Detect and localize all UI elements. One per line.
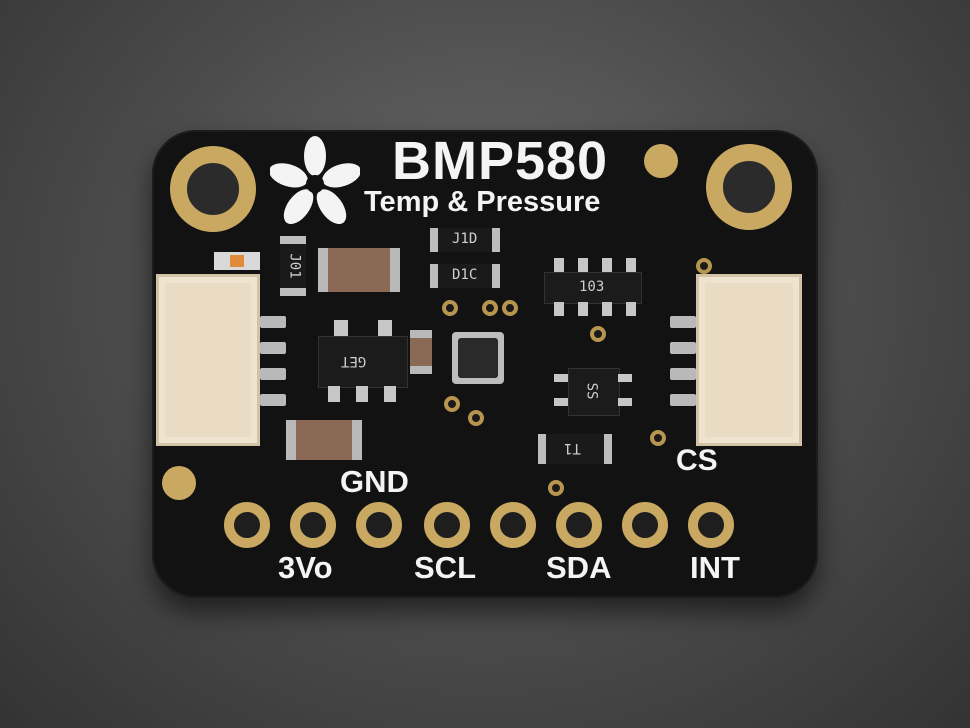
connector-pin (670, 394, 696, 406)
mosfet-leg (618, 398, 632, 406)
stemma-connector-right (696, 274, 802, 446)
header-pad-gnd-2 (356, 502, 402, 548)
adafruit-flower-logo (270, 136, 360, 225)
header-pad-vin (490, 502, 536, 548)
network-leg (626, 302, 636, 316)
board-title: BMP580 (392, 131, 609, 191)
resistor-mid-marking: D1C (452, 267, 478, 283)
pressure-sensor-chip (452, 332, 504, 384)
led-lens (230, 255, 244, 267)
mosfet-leg (618, 374, 632, 382)
header-pad-3vo (224, 502, 270, 548)
regulator-leg (384, 386, 396, 402)
regulator-leg (328, 386, 340, 402)
via (468, 410, 484, 426)
voltage-regulator: GET (318, 336, 408, 388)
pin-label-scl: SCL (414, 550, 476, 585)
pin-label-int: INT (690, 550, 740, 585)
via (548, 480, 564, 496)
mosfet-marking: SS (583, 382, 600, 400)
header-pad-gnd (290, 502, 336, 548)
resistor-network: 103 (544, 272, 642, 304)
pcb-board: BMP580 Temp & Pressure GND CS J01 J1D (152, 130, 818, 598)
resistor-top: J1D (430, 228, 500, 252)
pin-label-sda: SDA (546, 550, 612, 585)
sensor-lid (458, 338, 498, 378)
fiducial-top (644, 144, 678, 178)
stemma-connector-left (156, 274, 260, 446)
header-pad-sda (556, 502, 602, 548)
fiducial-bottom (162, 466, 196, 500)
gnd-label: GND (340, 464, 409, 499)
regulator-leg (334, 320, 348, 336)
connector-pin (260, 316, 286, 328)
mounting-hole-left (170, 146, 256, 232)
regulator-leg (356, 386, 368, 402)
power-led (214, 252, 260, 270)
resistor-network-marking: 103 (579, 279, 605, 295)
mounting-hole-right (706, 144, 792, 230)
connector-pin (260, 342, 286, 354)
connector-pin (260, 368, 286, 380)
network-leg (602, 302, 612, 316)
regulator-leg (378, 320, 392, 336)
header-pad-scl (424, 502, 470, 548)
mosfet-leg (554, 374, 568, 382)
resistor-left-marking: J01 (286, 253, 303, 279)
board-subtitle: Temp & Pressure (364, 186, 601, 218)
via (444, 396, 460, 412)
capacitor-bottom (286, 420, 362, 460)
connector-pin (670, 368, 696, 380)
header-pad-cs (622, 502, 668, 548)
capacitor-small (410, 330, 432, 374)
pin-label-3vo: 3Vo (278, 550, 333, 585)
network-leg (554, 258, 564, 272)
level-shifter-mosfet: SS (568, 368, 620, 416)
header-pad-int (688, 502, 734, 548)
capacitor-top (318, 248, 400, 292)
network-leg (554, 302, 564, 316)
via (590, 326, 606, 342)
mosfet-leg (554, 398, 568, 406)
connector-pin (670, 316, 696, 328)
diode-marking: T1 (564, 440, 581, 456)
network-leg (578, 258, 588, 272)
resistor-top-marking: J1D (452, 231, 478, 247)
via (650, 430, 666, 446)
via (482, 300, 498, 316)
cs-label: CS (676, 444, 718, 477)
resistor-mid: D1C (430, 264, 500, 288)
via (442, 300, 458, 316)
connector-pin (670, 342, 696, 354)
network-leg (602, 258, 612, 272)
diode: T1 (538, 434, 612, 464)
regulator-marking: GET (341, 353, 367, 369)
resistor-left: J01 (280, 236, 306, 296)
connector-pin (260, 394, 286, 406)
via (502, 300, 518, 316)
network-leg (578, 302, 588, 316)
via (696, 258, 712, 274)
network-leg (626, 258, 636, 272)
